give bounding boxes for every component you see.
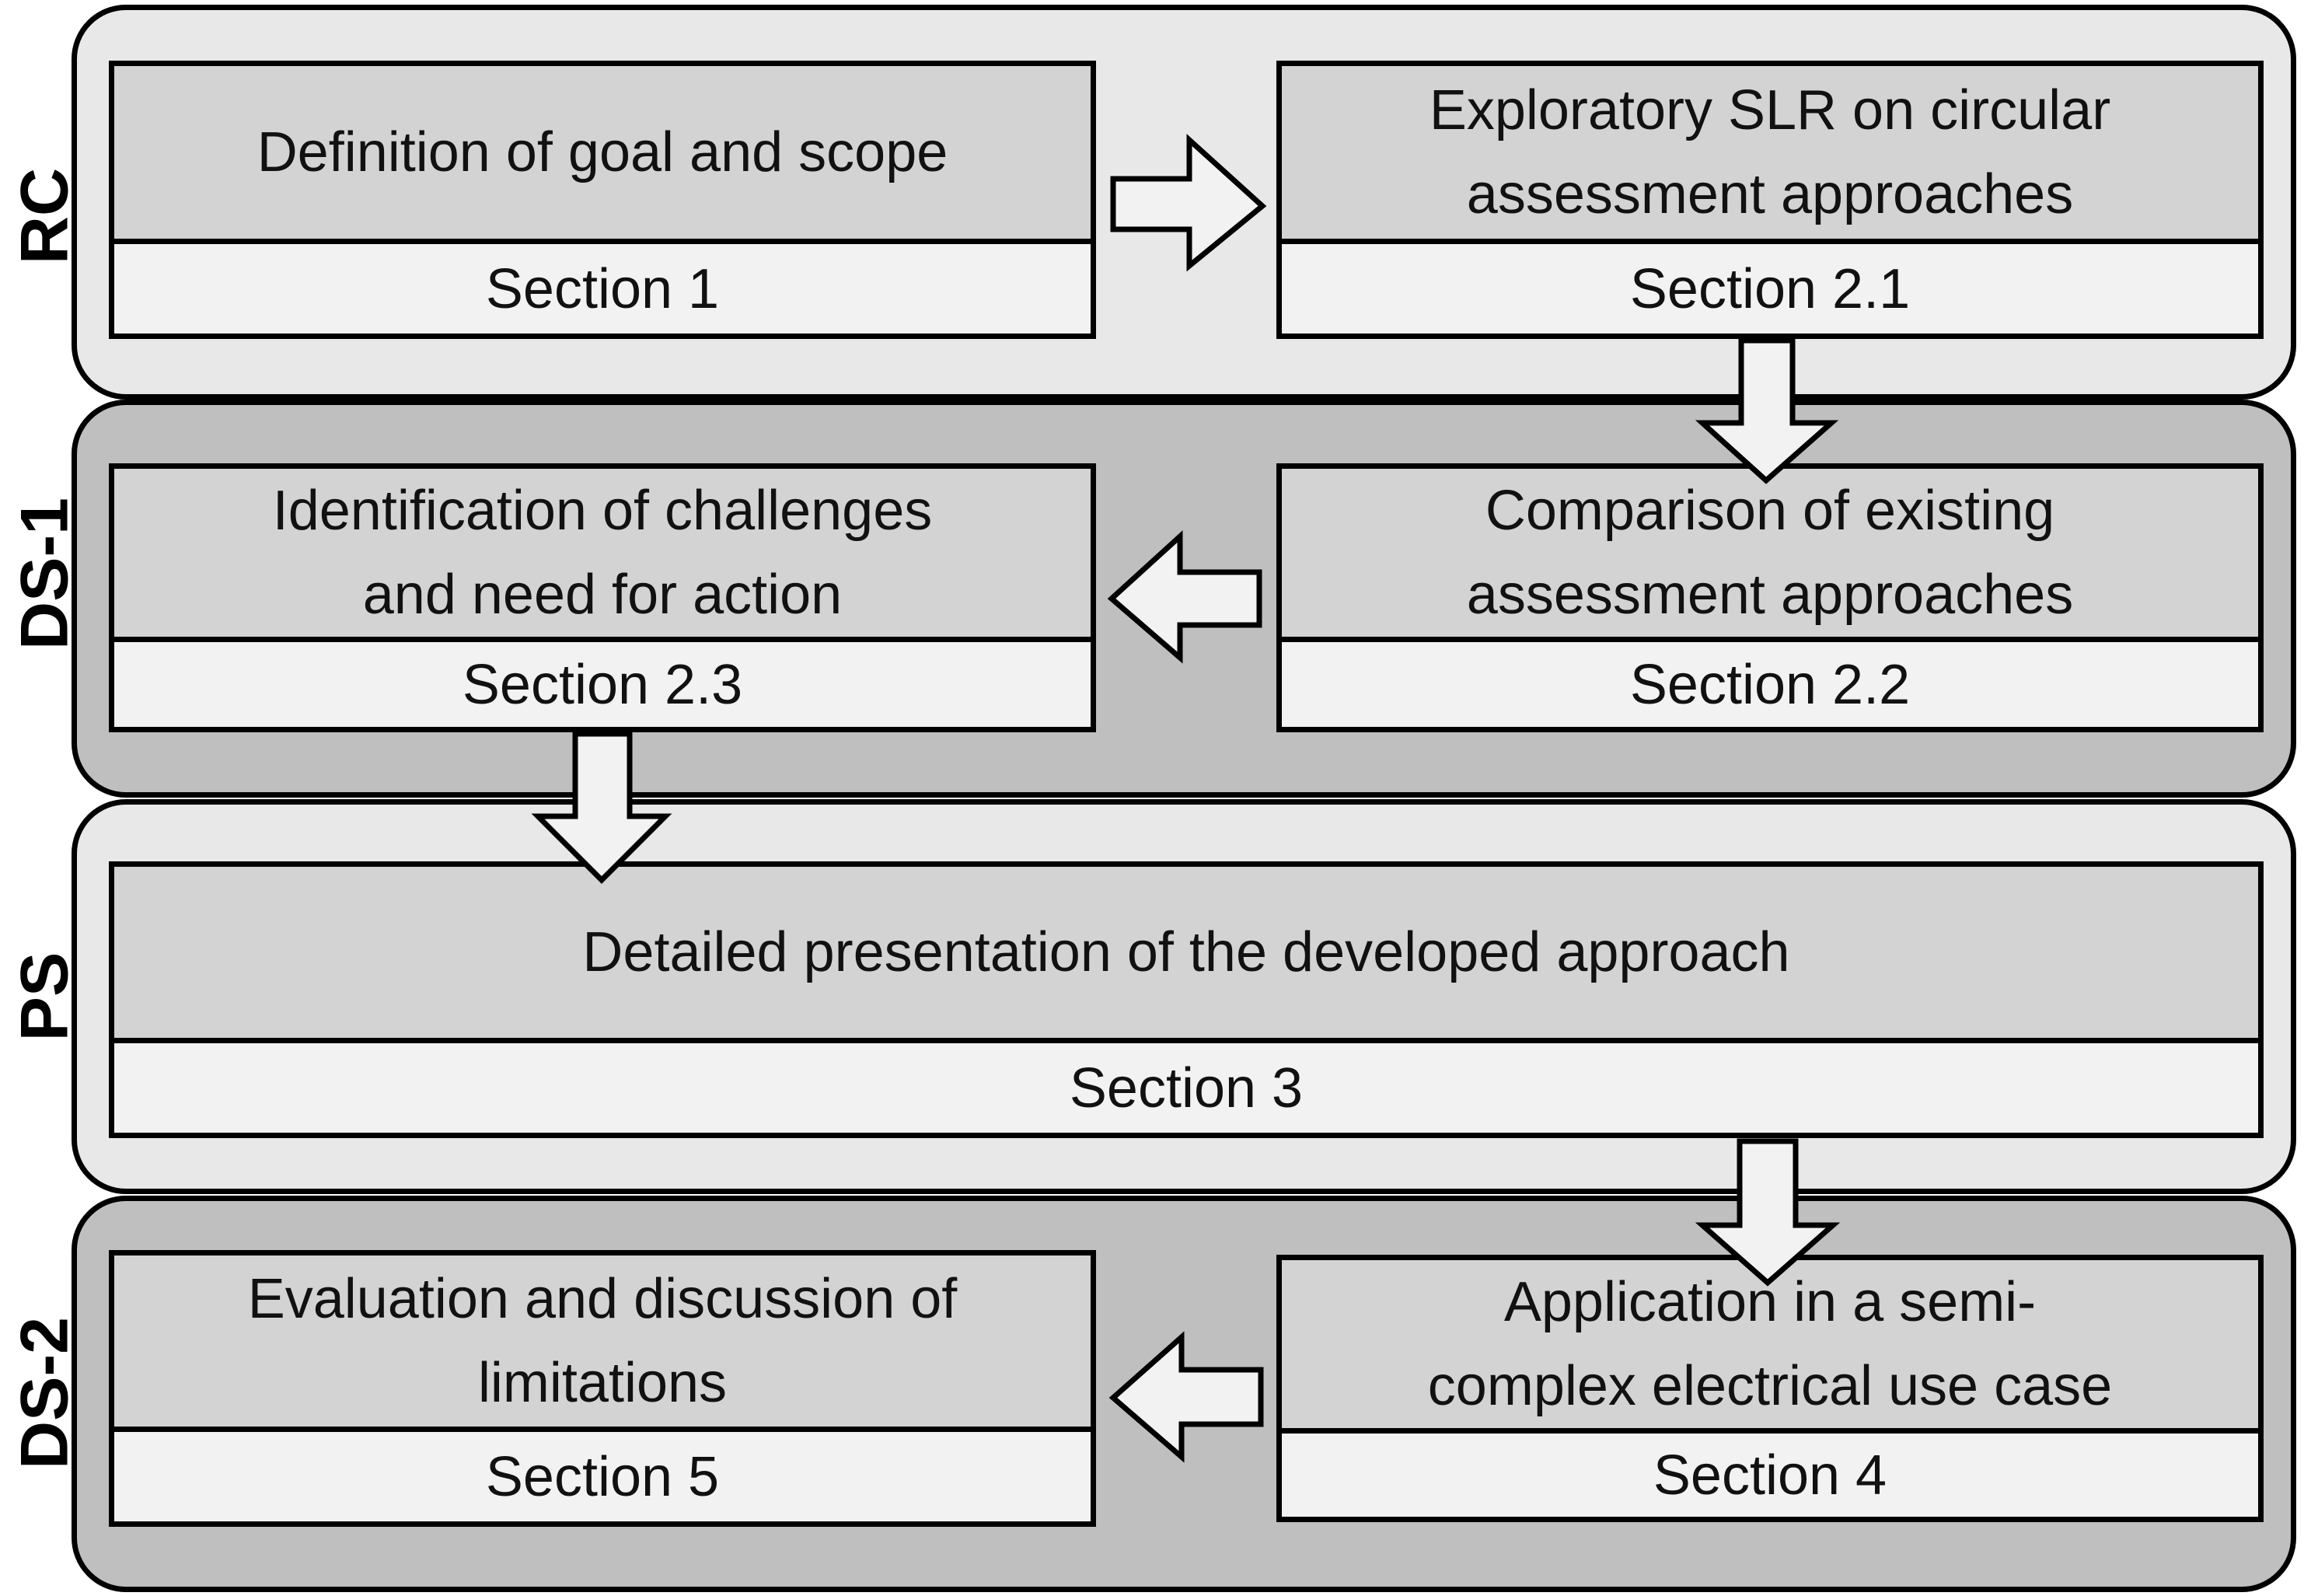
step-box-evaluation: Evaluation and discussion of limitations…: [109, 1250, 1096, 1527]
step-section: Section 5: [114, 1427, 1091, 1521]
phase-label-rc: RC: [7, 167, 82, 265]
step-section: Section 2.3: [114, 637, 1091, 727]
step-title: Application in a semi- complex electrica…: [1427, 1271, 2113, 1417]
phase-label-ds1: DS-1: [7, 498, 82, 650]
step-box-identification: Identification of challenges and need fo…: [109, 463, 1096, 732]
phase-label-ps: PS: [7, 952, 82, 1042]
step-title: Exploratory SLR on circular assessment a…: [1429, 79, 2111, 225]
step-section: Section 2.2: [1282, 637, 2258, 727]
step-box-goal-scope: Definition of goal and scope Section 1: [109, 61, 1096, 339]
step-section: Section 3: [114, 1038, 2258, 1133]
step-title: Comparison of existing assessment approa…: [1466, 480, 2074, 626]
phase-label-ds2: DS-2: [7, 1317, 82, 1469]
step-title: Definition of goal and scope: [257, 121, 948, 183]
step-box-exploratory-slr: Exploratory SLR on circular assessment a…: [1276, 61, 2264, 339]
step-section: Section 1: [114, 239, 1091, 334]
step-section: Section 4: [1282, 1428, 2258, 1517]
step-title: Evaluation and discussion of limitations: [247, 1268, 958, 1414]
step-box-application: Application in a semi- complex electrica…: [1276, 1255, 2264, 1522]
step-title: Detailed presentation of the developed a…: [582, 921, 1790, 983]
step-title: Identification of challenges and need fo…: [272, 480, 933, 626]
step-box-comparison: Comparison of existing assessment approa…: [1276, 463, 2264, 732]
step-section: Section 2.1: [1282, 239, 2258, 334]
step-box-developed-approach: Detailed presentation of the developed a…: [109, 861, 2264, 1138]
